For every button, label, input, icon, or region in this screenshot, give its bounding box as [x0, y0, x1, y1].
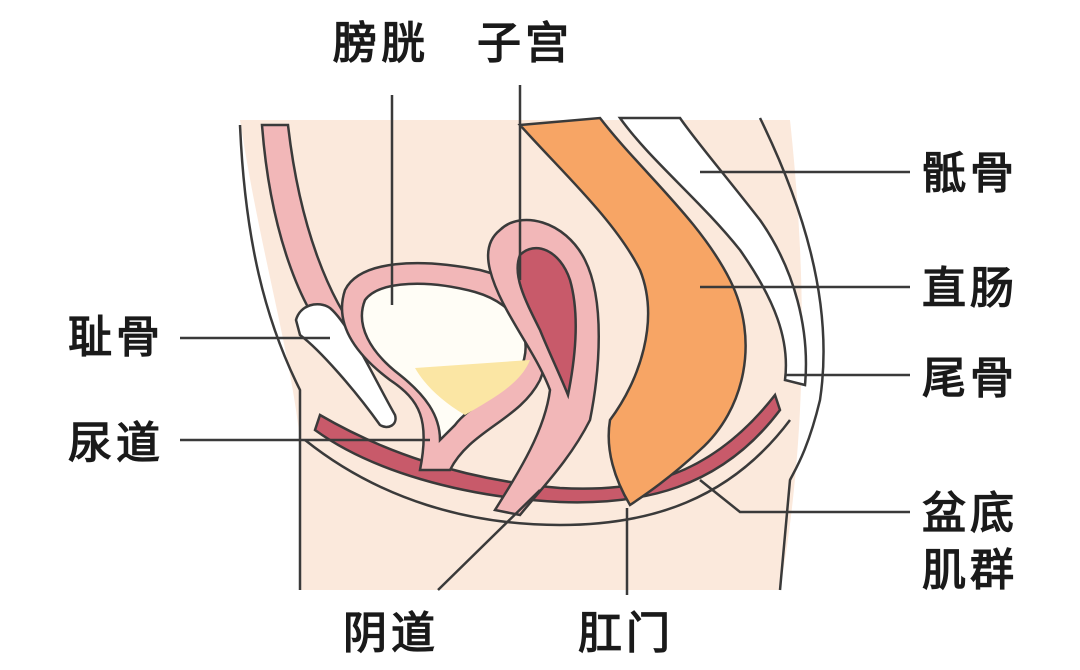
label-sacrum: 骶骨	[922, 148, 1018, 199]
label-pubic-bone: 耻骨	[68, 312, 164, 363]
label-pelvic-floor-line2: 肌群	[922, 545, 1018, 596]
urine	[415, 360, 530, 415]
label-anus: 肛门	[578, 608, 674, 659]
label-bladder: 膀胱	[332, 18, 429, 69]
pelvic-floor-muscle	[313, 392, 782, 504]
body-outline-front	[238, 124, 302, 590]
body-outline-back	[758, 117, 825, 591]
label-urethra: 尿道	[68, 418, 164, 469]
label-vagina: 阴道	[343, 608, 439, 659]
uterus-cavity	[516, 246, 577, 400]
label-coccyx: 尾骨	[922, 353, 1018, 404]
rectum	[517, 116, 747, 507]
vagina-leader	[437, 489, 541, 591]
pelvic-floor-leader	[699, 479, 910, 514]
pubic-bone	[294, 303, 397, 429]
label-pelvic-floor-line1: 盆底	[922, 488, 1018, 539]
label-rectum: 直肠	[922, 263, 1018, 314]
label-uterus: 子宫	[477, 18, 573, 69]
pelvic-floor-lower	[304, 419, 791, 527]
